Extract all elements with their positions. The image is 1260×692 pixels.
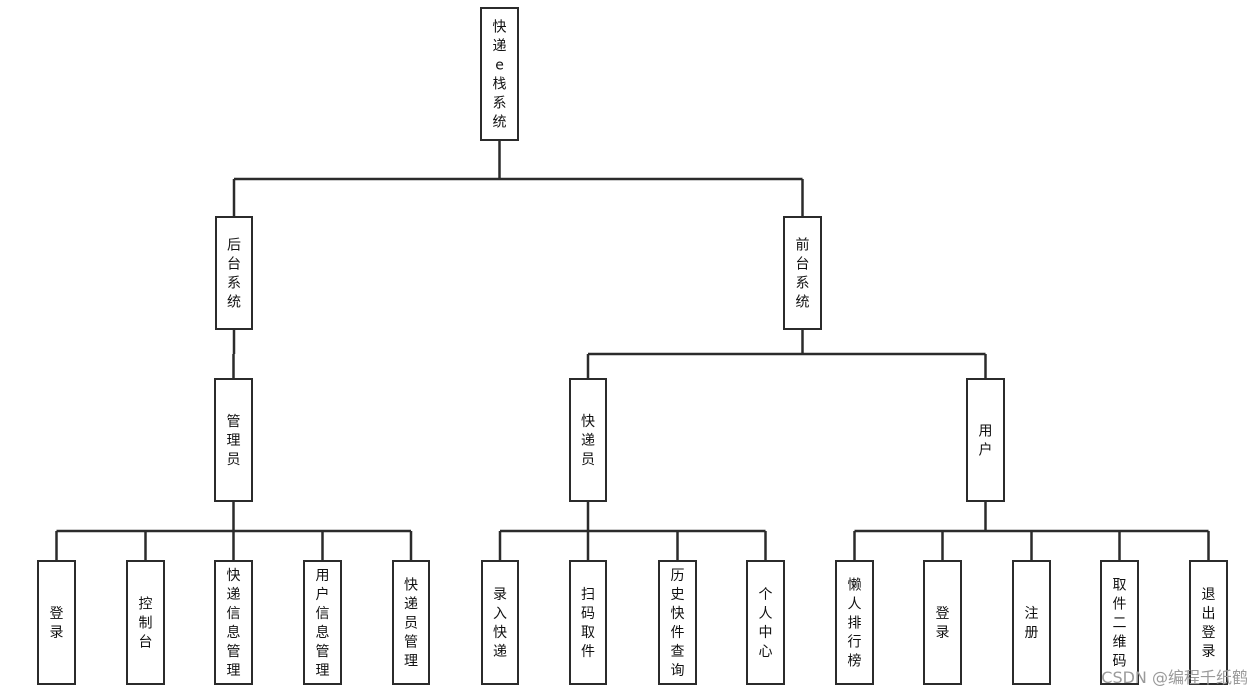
node-user-ranking: 懒人排行榜 (835, 560, 874, 685)
node-user-logout: 退出登录 (1189, 560, 1228, 685)
node-label: 登录 (50, 606, 64, 641)
node-label: 前台系统 (796, 236, 810, 310)
node-box (214, 378, 253, 502)
node-courier-scan: 扫码取件 (569, 560, 607, 685)
node-label: 快递员管理 (404, 577, 418, 669)
node-user-qrcode: 取件二维码 (1100, 560, 1139, 685)
node-box (835, 560, 874, 685)
node-courier-enter: 录入快递 (481, 560, 519, 685)
node-admin-login: 登录 (37, 560, 76, 685)
node-label: 管理员 (227, 414, 241, 468)
node-admin-courier-mgmt: 快递员管理 (392, 560, 430, 685)
node-box (658, 560, 697, 685)
node-box (481, 560, 519, 685)
node-user-login: 登录 (923, 560, 962, 685)
node-admin-user-mgmt: 用户信息管理 (303, 560, 342, 685)
node-box (1012, 560, 1051, 685)
node-label: 懒人排行榜 (848, 577, 862, 669)
node-box (480, 7, 519, 141)
node-user: 用户 (966, 378, 1005, 502)
node-box (569, 560, 607, 685)
node-box (966, 378, 1005, 502)
node-box (214, 560, 253, 685)
node-label: 扫码取件 (581, 587, 595, 660)
node-box (1189, 560, 1228, 685)
node-box (569, 378, 607, 502)
node-admin-parcel-mgmt: 快递信息管理 (214, 560, 253, 685)
node-label: 快递信息管理 (227, 568, 241, 679)
node-courier-history: 历史快件查询 (658, 560, 697, 685)
node-label: 登录 (936, 606, 950, 641)
node-frontend: 前台系统 (783, 216, 822, 330)
node-label: 历史快件查询 (671, 568, 685, 679)
node-box (303, 560, 342, 685)
node-courier-center: 个人中心 (746, 560, 785, 685)
node-label: 用户信息管理 (316, 568, 330, 679)
node-label: 退出登录 (1202, 587, 1216, 660)
node-box (215, 216, 253, 330)
node-box (783, 216, 822, 330)
node-label: 快递员 (581, 414, 595, 468)
node-label: 控制台 (139, 596, 153, 650)
csdn-watermark: CSDN @编程千纸鹤 (1101, 668, 1248, 687)
node-admin-console: 控制台 (126, 560, 165, 685)
node-label: 取件二维码 (1113, 577, 1127, 669)
node-box (392, 560, 430, 685)
node-user-register: 注册 (1012, 560, 1051, 685)
node-courier: 快递员 (569, 378, 607, 502)
node-box (37, 560, 76, 685)
node-label: 录入快递 (493, 587, 507, 660)
node-box (923, 560, 962, 685)
node-label: 后台系统 (227, 237, 241, 310)
node-label: 注册 (1025, 606, 1039, 641)
node-label: 用户 (979, 423, 993, 458)
node-admin: 管理员 (214, 378, 253, 502)
node-box (1100, 560, 1139, 685)
node-backend: 后台系统 (215, 216, 253, 330)
node-label: 个人中心 (759, 587, 773, 660)
node-box (746, 560, 785, 685)
node-box (126, 560, 165, 685)
